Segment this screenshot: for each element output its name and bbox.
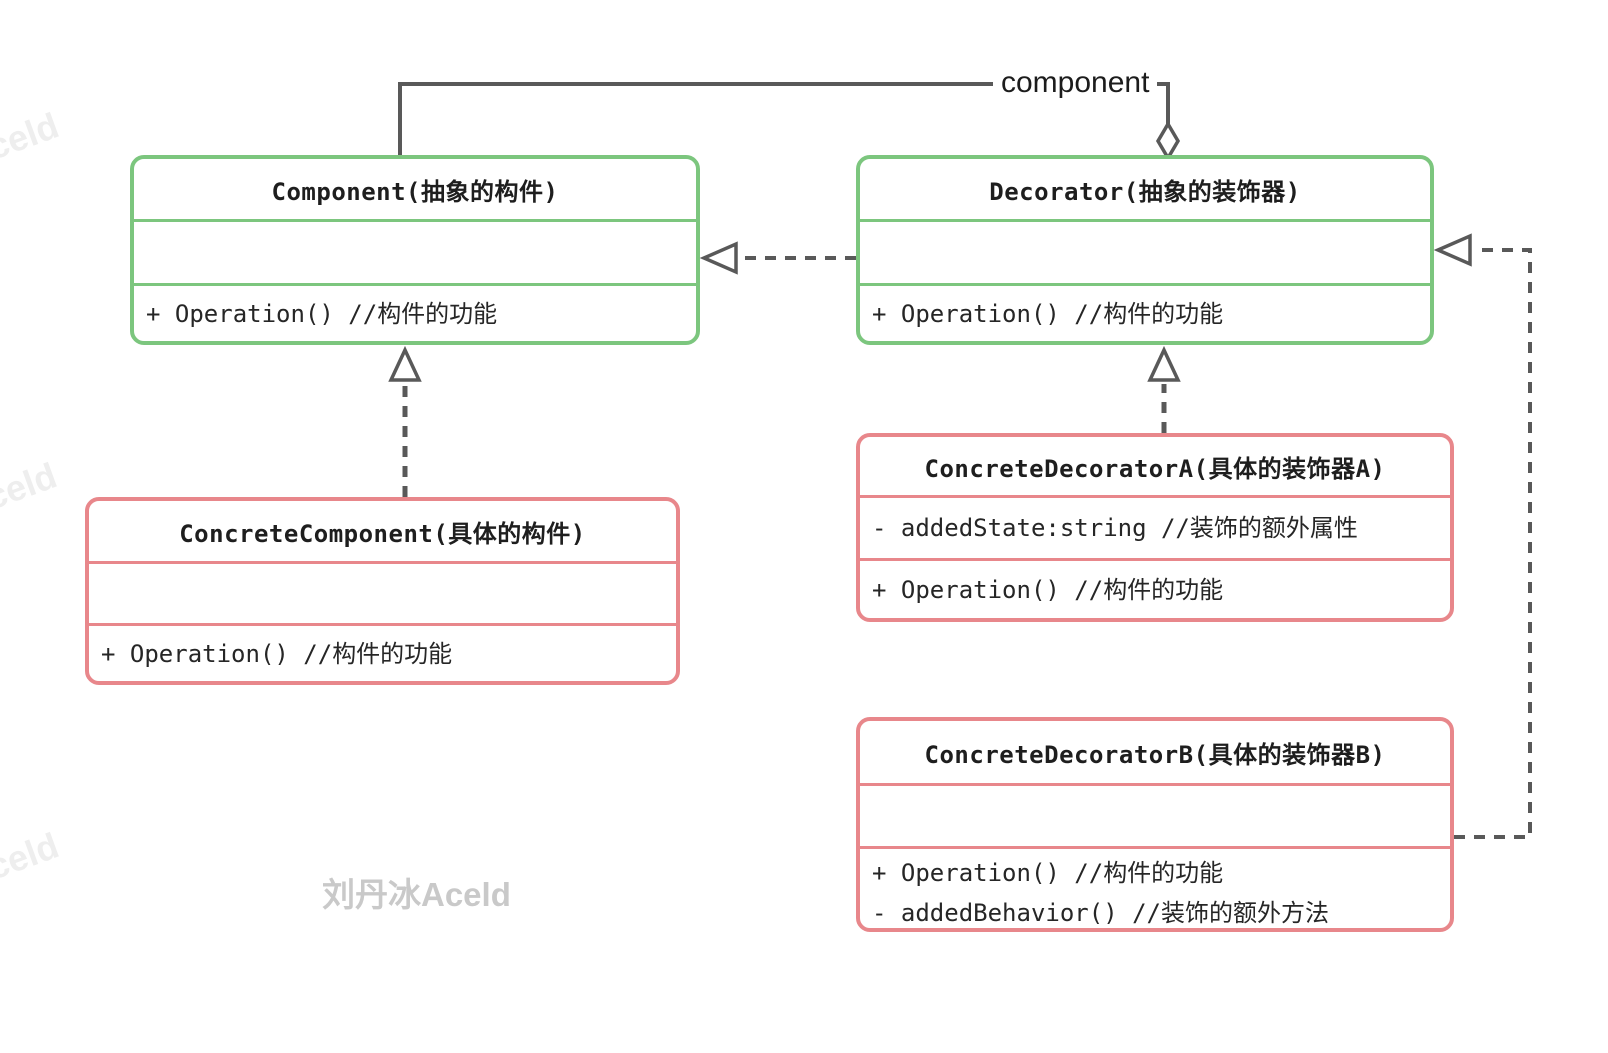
method-entry: - addedBehavior() //装饰的额外方法 bbox=[872, 899, 1329, 927]
class-title: ConcreteDecoratorA(具体的装饰器A) bbox=[924, 454, 1386, 483]
open-triangle-arrow-icon bbox=[699, 241, 738, 275]
class-methods-section: + Operation() //构件的功能 bbox=[860, 283, 1430, 341]
realization-edge-concretecomponent-to-component bbox=[388, 345, 422, 497]
realization-edge-concretedecoratora-to-decorator bbox=[1147, 345, 1181, 433]
class-box-decorator: Decorator(抽象的装饰器) + Operation() //构件的功能 bbox=[856, 155, 1434, 345]
method-entry: + Operation() //构件的功能 bbox=[872, 299, 1224, 328]
class-title: Component(抽象的构件) bbox=[271, 177, 559, 206]
class-title: Decorator(抽象的装饰器) bbox=[989, 177, 1301, 206]
class-methods-section: + Operation() //构件的功能 bbox=[134, 283, 696, 341]
method-entry: + Operation() //构件的功能 bbox=[101, 639, 453, 668]
open-triangle-arrow-icon bbox=[1433, 233, 1472, 267]
author-watermark: 刘丹冰Aceld bbox=[322, 876, 511, 913]
class-attributes-section: - addedState:string //装饰的额外属性 bbox=[860, 495, 1450, 558]
class-attributes-section bbox=[860, 219, 1430, 283]
aggregation-diamond-icon bbox=[1155, 120, 1181, 162]
class-attributes-section bbox=[89, 561, 676, 623]
aggregation-edge-label: component bbox=[993, 62, 1158, 104]
attribute-entry: - addedState:string //装饰的额外属性 bbox=[872, 514, 1358, 542]
open-triangle-arrow-icon bbox=[388, 345, 422, 382]
realization-edge-decorator-to-component bbox=[699, 241, 856, 275]
class-box-concrete-decorator-b: ConcreteDecoratorB(具体的装饰器B) + Operation(… bbox=[856, 717, 1454, 932]
class-title: ConcreteDecoratorB(具体的装饰器B) bbox=[924, 740, 1386, 769]
class-attributes-section bbox=[860, 783, 1450, 846]
class-box-concrete-decorator-a: ConcreteDecoratorA(具体的装饰器A) - addedState… bbox=[856, 433, 1454, 622]
class-attributes-section bbox=[134, 219, 696, 283]
realization-edge-concretedecoratorb-to-decorator bbox=[1433, 233, 1532, 839]
class-methods-section: + Operation() //构件的功能 bbox=[860, 558, 1450, 618]
method-entry: + Operation() //构件的功能 bbox=[872, 859, 1224, 887]
class-box-component: Component(抽象的构件) + Operation() //构件的功能 bbox=[130, 155, 700, 345]
class-methods-section: + Operation() //构件的功能 bbox=[89, 623, 676, 681]
class-box-concrete-component: ConcreteComponent(具体的构件) + Operation() /… bbox=[85, 497, 680, 685]
class-methods-section: + Operation() //构件的功能 - addedBehavior() … bbox=[860, 846, 1450, 937]
class-title: ConcreteComponent(具体的构件) bbox=[179, 519, 586, 548]
open-triangle-arrow-icon bbox=[1147, 345, 1181, 382]
method-entry: + Operation() //构件的功能 bbox=[146, 299, 498, 328]
method-entry: + Operation() //构件的功能 bbox=[872, 575, 1224, 604]
